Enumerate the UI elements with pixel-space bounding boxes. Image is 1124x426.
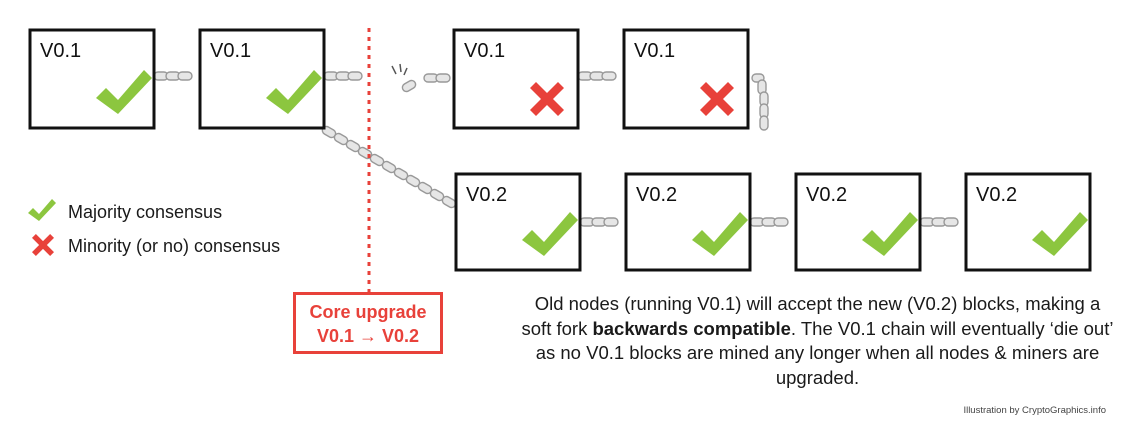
caption-text-2: . The V0.1 chain will eventually ‘die ou… — [535, 317, 1114, 388]
fork-chain — [321, 125, 457, 209]
broken-chain-link — [323, 63, 451, 93]
chain-link-v02-1-2 — [579, 217, 619, 227]
v01-block-label: V0.1 — [634, 40, 675, 62]
dangling-chain — [751, 73, 769, 131]
v02-block-label: V0.2 — [806, 184, 847, 206]
core-upgrade-version: V0.1 → V0.2 — [316, 326, 420, 346]
v02-block-label: V0.2 — [976, 184, 1017, 206]
v01-block-label: V0.1 — [464, 40, 505, 62]
chain-link-v02-3-4 — [919, 217, 959, 227]
core-upgrade-box: Core upgrade V0.1 → V0.2 — [293, 292, 443, 354]
legend-majority-label: Majority consensus — [68, 202, 223, 222]
check-icon — [28, 199, 56, 221]
caption: Old nodes (running V0.1) will accept the… — [520, 292, 1115, 390]
chain-link-v02-2-3 — [749, 217, 789, 227]
chain-links — [153, 63, 959, 227]
v01-block: V0.1 — [452, 28, 580, 130]
v02-block: V0.2 — [454, 172, 582, 272]
v01-block: V0.1 — [198, 28, 326, 130]
core-upgrade-title: Core upgrade — [309, 302, 427, 322]
v01-block-label: V0.1 — [40, 40, 81, 62]
v02-block: V0.2 — [624, 172, 752, 272]
v02-block-label: V0.2 — [636, 184, 677, 206]
v01-block-label: V0.1 — [210, 40, 251, 62]
illustration-credit: Illustration by CryptoGraphics.info — [963, 405, 1106, 416]
caption-bold: backwards compatible — [592, 317, 791, 339]
chain-link-1-2 — [153, 71, 193, 81]
v02-block: V0.2 — [794, 172, 922, 272]
cross-icon — [32, 234, 54, 256]
caption-text-1: Old nodes (running V0.1) will accept the… — [521, 293, 1101, 339]
v01-block: V0.1 — [28, 28, 156, 130]
v02-block-label: V0.2 — [466, 184, 507, 206]
legend-minority-label: Minority (or no) consensus — [68, 236, 281, 256]
v01-block: V0.1 — [622, 28, 750, 130]
v02-block: V0.2 — [964, 172, 1092, 272]
chain-link-3-4 — [577, 71, 617, 81]
